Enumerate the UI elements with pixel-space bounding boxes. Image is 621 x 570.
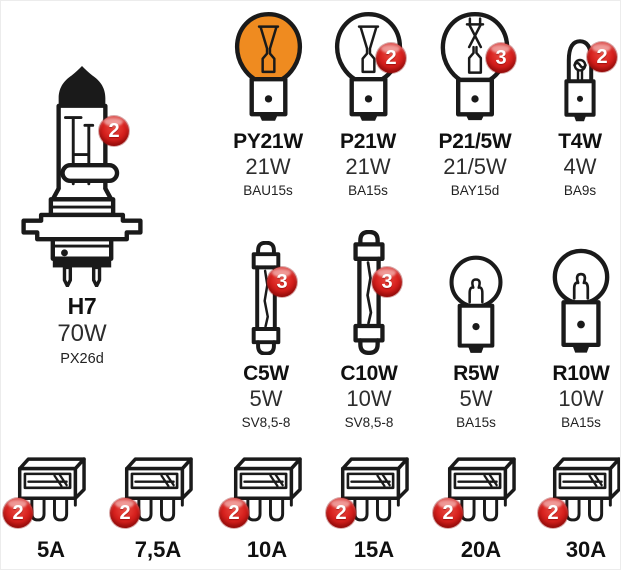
blade-fuse-icon [124, 457, 193, 522]
c10w-label-block: C10W 10W SV8,5-8 [340, 363, 397, 430]
h7-icon-box [9, 65, 155, 287]
quantity-badge: 2 [219, 498, 249, 528]
bulb-socket: BA15s [348, 183, 388, 198]
bulb-wattage: 70W [57, 320, 107, 347]
c5w-icon-box [244, 223, 288, 355]
r5w-bulb-icon [449, 255, 503, 354]
quantity-badge: 2 [376, 43, 406, 73]
quantity-badge: 2 [3, 498, 33, 528]
p21-5w-label-block: P21/5W 21/5W BAY15d [439, 131, 512, 198]
bulb-name: C5W [243, 362, 289, 385]
h7-label-block: H7 70W PX26d [57, 295, 106, 367]
bulb-item-p21-5w: P21/5W 21/5W BAY15d 3 [422, 1, 528, 198]
t4w-label-block: T4W 4W BA9s [558, 130, 602, 198]
bulb-item-p21w: P21W 21W BA15s 2 [316, 1, 420, 198]
c5w-festoon-icon [251, 240, 281, 355]
bulb-name: R5W [453, 362, 499, 385]
bulb-wattage: 5W [249, 386, 283, 411]
py21w-icon-box [232, 1, 305, 123]
bulb-item-py21w: PY21W 21W BAU15s [216, 1, 320, 198]
fuse-label: 10A [246, 537, 288, 563]
bulb-name: P21/5W [438, 130, 512, 153]
quantity-badge: 2 [99, 116, 129, 146]
bulb-name: H7 [67, 293, 97, 319]
bulb-socket: SV8,5-8 [241, 415, 291, 430]
bulb-socket: BAY15d [450, 183, 500, 198]
quantity-badge: 2 [110, 498, 140, 528]
bulb-item-c5w: C5W 5W SV8,5-8 3 [214, 223, 318, 430]
bulb-item-r10w: R10W 10W BA15s [529, 223, 620, 430]
quantity-badge: 2 [538, 498, 568, 528]
fuse-label: 7,5A [134, 537, 182, 563]
bulb-item-h7: H7 70W PX26d 2 [9, 65, 155, 367]
p21w-label-block: P21W 21W BA15s [340, 131, 396, 198]
fuse-item-30a: 30A 2 [534, 453, 620, 563]
fuse-label: 30A [565, 537, 607, 563]
c5w-label-block: C5W 5W SV8,5-8 [242, 363, 291, 430]
r10w-icon-box [550, 223, 612, 355]
bulb-item-r5w: R5W 5W BA15s [424, 223, 528, 430]
bulb-wattage: 21W [345, 154, 391, 179]
fuse-item-20a: 20A 2 [429, 453, 533, 563]
bulb-socket: BA9s [563, 183, 597, 198]
r5w-icon-box [447, 223, 505, 355]
blade-fuse-icon [447, 457, 516, 522]
fuse-label: 20A [460, 537, 502, 563]
bulb-name: R10W [552, 362, 610, 385]
bulb-socket: PX26d [60, 351, 104, 367]
blade-fuse-icon [233, 457, 302, 522]
bulb-name: T4W [558, 130, 602, 153]
blade-fuse-icon [552, 457, 620, 522]
r10w-label-block: R10W 10W BA15s [552, 363, 609, 430]
bulb-socket: BA15s [456, 415, 496, 430]
fuse-label: 5A [36, 537, 66, 563]
t4w-bulb-icon [564, 39, 596, 122]
quantity-badge: 2 [587, 42, 617, 72]
fuse-item-7-5a: 7,5A 2 [106, 453, 210, 563]
bulb-wattage: 5W [459, 386, 493, 411]
bulb-name: C10W [340, 362, 398, 385]
py21w-bulb-icon [234, 12, 302, 121]
bulb-wattage: 4W [563, 154, 597, 179]
quantity-badge: 3 [486, 43, 516, 73]
bulb-wattage: 21W [245, 154, 291, 179]
h7-bulb-icon [21, 66, 143, 287]
py21w-label-block: PY21W 21W BAU15s [233, 131, 303, 198]
bulb-wattage: 21/5W [443, 154, 507, 179]
fuse-item-15a: 15A 2 [322, 453, 426, 563]
quantity-badge: 2 [326, 498, 356, 528]
r5w-label-block: R5W 5W BA15s [453, 363, 499, 430]
fuse-item-5a: 5A 2 [1, 453, 103, 563]
bulb-name: P21W [340, 130, 396, 153]
bulb-wattage: 10W [558, 386, 604, 411]
bulb-socket: SV8,5-8 [344, 415, 394, 430]
bulb-socket: BA15s [561, 415, 601, 430]
bulb-item-c10w: C10W 10W SV8,5-8 3 [317, 223, 421, 430]
t4w-icon-box [560, 1, 600, 123]
quantity-badge: 3 [267, 267, 297, 297]
fuse-item-10a: 10A 2 [215, 453, 319, 563]
quantity-badge: 3 [372, 267, 402, 297]
fuse-label: 15A [353, 537, 395, 563]
bulb-item-t4w: T4W 4W BA9s 2 [528, 1, 620, 198]
blade-fuse-icon [17, 457, 86, 522]
r10w-bulb-icon [552, 249, 610, 354]
bulb-name: PY21W [233, 130, 303, 153]
quantity-badge: 2 [433, 498, 463, 528]
blade-fuse-icon [340, 457, 409, 522]
bulb-socket: BAU15s [243, 183, 293, 198]
bulb-wattage: 10W [346, 386, 392, 411]
